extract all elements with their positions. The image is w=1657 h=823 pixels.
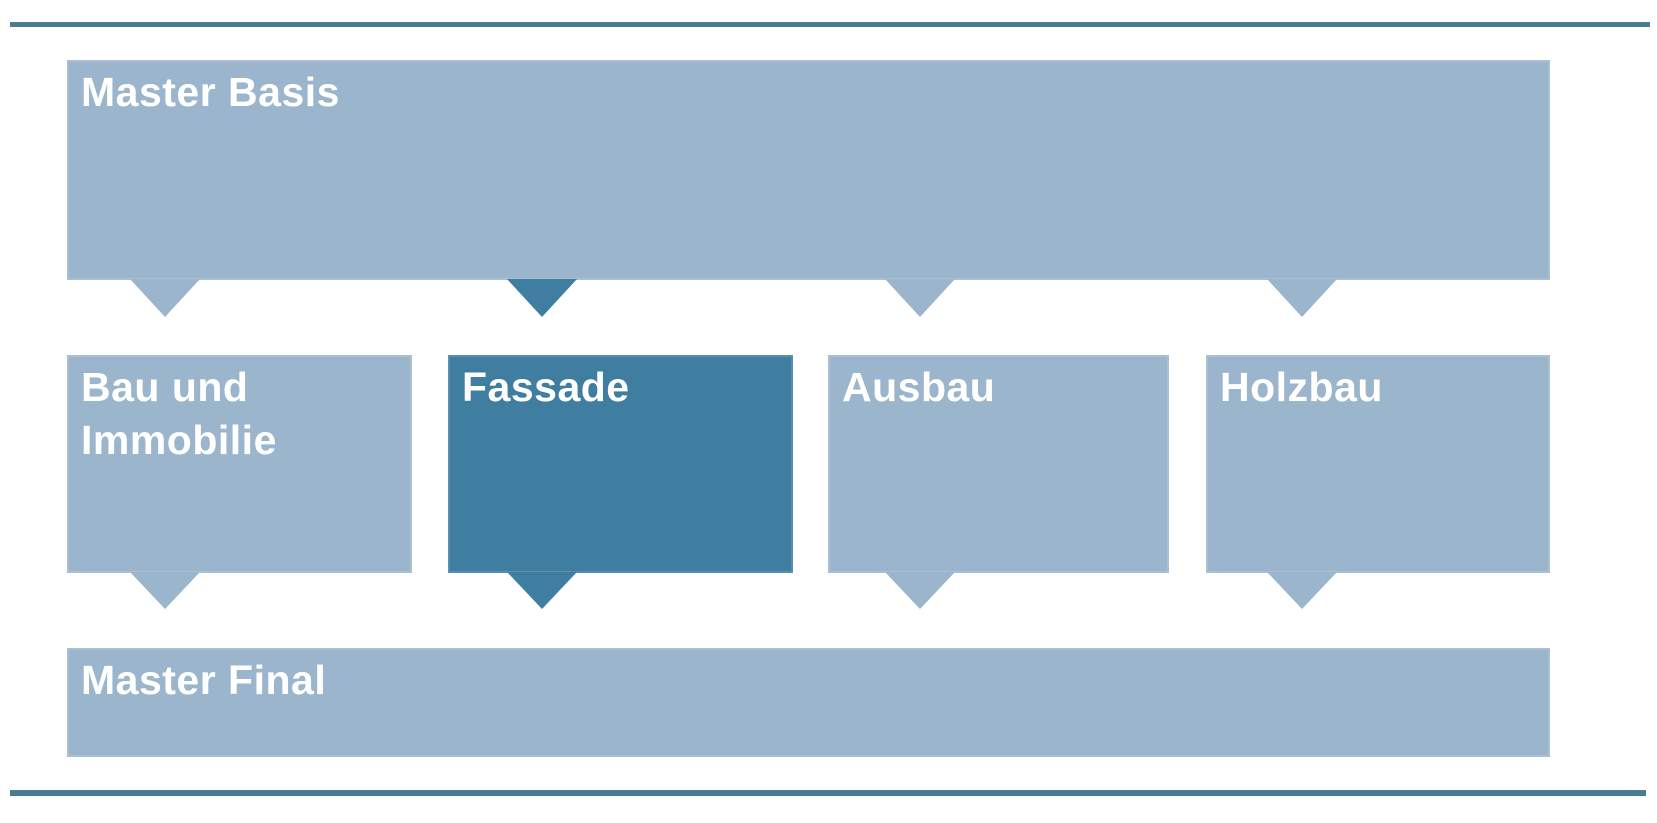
master-final-bar[interactable]: Master Final: [67, 648, 1550, 757]
holzbau-box[interactable]: Holzbau: [1206, 355, 1550, 573]
connector-arrow-ausbau-to-final: [885, 572, 955, 609]
fassade-label: Fassade: [462, 364, 630, 410]
top-divider-line: [10, 22, 1650, 27]
master-basis-label: Master Basis: [81, 69, 340, 115]
connector-arrow-basis-to-bau: [130, 279, 200, 317]
ausbau-box[interactable]: Ausbau: [828, 355, 1169, 573]
ausbau-label: Ausbau: [842, 364, 996, 410]
connector-arrow-basis-to-holzbau: [1267, 279, 1337, 317]
connector-arrow-basis-to-fassade: [507, 279, 577, 317]
master-final-label: Master Final: [81, 657, 327, 703]
connector-arrow-bau-to-final: [130, 572, 200, 609]
bau-und-immobilie-label: Bau und Immobilie: [81, 364, 277, 464]
bau-und-immobilie-box[interactable]: Bau und Immobilie: [67, 355, 412, 573]
holzbau-label: Holzbau: [1220, 364, 1383, 410]
connector-arrow-holzbau-to-final: [1267, 572, 1337, 609]
fassade-box[interactable]: Fassade: [448, 355, 793, 573]
connector-arrow-fassade-to-final: [507, 572, 577, 609]
master-basis-bar[interactable]: Master Basis: [67, 60, 1550, 280]
connector-arrow-basis-to-ausbau: [885, 279, 955, 317]
bottom-divider-line: [10, 790, 1646, 796]
